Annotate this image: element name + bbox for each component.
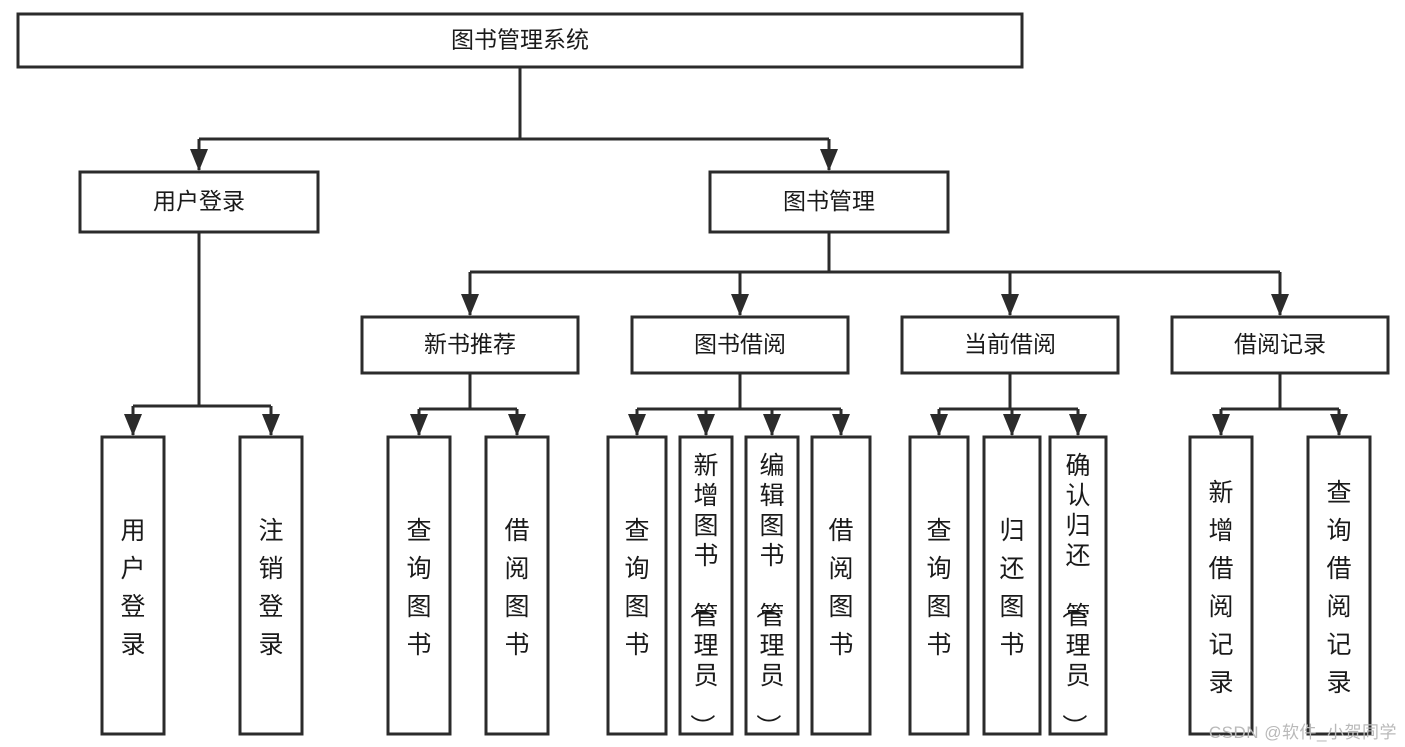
root-node-book-management-system-label: 图书管理系统	[451, 27, 589, 53]
leaf-node-11-label: 新增借阅记录	[1208, 479, 1233, 697]
level3-node-0-label: 新书推荐	[424, 331, 516, 357]
arrow-head-icon	[832, 414, 850, 436]
arrow-head-icon	[190, 149, 208, 171]
leaf-node-3-label: 借阅图书	[504, 517, 529, 659]
leaf-node-4-label: 查询图书	[624, 517, 649, 659]
leaf-node-6-label: 编辑图书（管理员）	[753, 452, 784, 739]
leaf-node-11[interactable]: 新增借阅记录	[1188, 435, 1254, 736]
arrow-head-icon	[1001, 294, 1019, 316]
leaf-node-6[interactable]: 编辑图书（管理员）	[744, 435, 800, 739]
leaf-node-3-box	[484, 435, 550, 736]
leaf-node-7-label: 借阅图书	[828, 517, 853, 659]
root-node-book-management-system[interactable]: 图书管理系统	[16, 12, 1024, 69]
leaf-node-10-label: 确认归还（管理员）	[1059, 452, 1090, 739]
leaf-node-0-box	[100, 435, 166, 736]
leaf-node-12-box	[1306, 435, 1372, 736]
leaf-node-9-box	[982, 435, 1042, 736]
leaf-node-7-box	[810, 435, 872, 736]
arrow-head-icon	[697, 414, 715, 436]
leaf-node-1-box	[238, 435, 304, 736]
leaf-node-5[interactable]: 新增图书（管理员）	[678, 435, 734, 739]
leaf-node-3[interactable]: 借阅图书	[484, 435, 550, 736]
level3-node-2[interactable]: 当前借阅	[900, 315, 1120, 375]
leaf-node-4[interactable]: 查询图书	[606, 435, 668, 736]
connector-layer	[124, 67, 1348, 436]
level3-node-0[interactable]: 新书推荐	[360, 315, 580, 375]
leaf-node-2-box	[386, 435, 452, 736]
level3-node-2-label: 当前借阅	[964, 331, 1056, 357]
leaf-node-7[interactable]: 借阅图书	[810, 435, 872, 736]
leaf-node-9-label: 归还图书	[999, 517, 1024, 659]
level3-node-1-box	[630, 315, 850, 375]
level2-node-0[interactable]: 用户登录	[78, 170, 320, 234]
leaf-node-6-box	[744, 435, 800, 736]
arrow-head-icon	[1069, 414, 1087, 436]
arrow-head-icon	[262, 414, 280, 436]
root-node-book-management-system-box	[16, 12, 1024, 69]
arrow-head-icon	[1271, 294, 1289, 316]
leaf-node-2-label: 查询图书	[406, 517, 431, 659]
level3-node-0-box	[360, 315, 580, 375]
arrow-head-icon	[461, 294, 479, 316]
leaf-node-8-box	[908, 435, 970, 736]
level3-node-3-box	[1170, 315, 1390, 375]
leaf-node-2[interactable]: 查询图书	[386, 435, 452, 736]
leaf-node-11-box	[1188, 435, 1254, 736]
level2-node-1[interactable]: 图书管理	[708, 170, 950, 234]
leaf-node-8[interactable]: 查询图书	[908, 435, 970, 736]
level3-node-2-box	[900, 315, 1120, 375]
leaf-node-12-label: 查询借阅记录	[1326, 479, 1351, 697]
arrow-head-icon	[731, 294, 749, 316]
leaf-node-10[interactable]: 确认归还（管理员）	[1048, 435, 1108, 739]
arrow-head-icon	[820, 149, 838, 171]
leaf-node-12[interactable]: 查询借阅记录	[1306, 435, 1372, 736]
level3-node-3[interactable]: 借阅记录	[1170, 315, 1390, 375]
level3-node-3-label: 借阅记录	[1234, 331, 1326, 357]
leaf-node-8-label: 查询图书	[926, 517, 951, 659]
arrow-head-icon	[763, 414, 781, 436]
arrow-head-icon	[1330, 414, 1348, 436]
leaf-node-5-box	[678, 435, 734, 736]
level2-node-1-box	[708, 170, 950, 234]
arrow-head-icon	[628, 414, 646, 436]
arrow-head-icon	[930, 414, 948, 436]
level2-node-0-box	[78, 170, 320, 234]
arrow-head-icon	[508, 414, 526, 436]
node-layer: 图书管理系统用户登录图书管理新书推荐图书借阅当前借阅借阅记录用户登录注销登录查询…	[16, 12, 1390, 739]
leaf-node-0[interactable]: 用户登录	[100, 435, 166, 736]
leaf-node-5-label: 新增图书（管理员）	[687, 452, 718, 739]
leaf-node-9[interactable]: 归还图书	[982, 435, 1042, 736]
arrow-head-icon	[410, 414, 428, 436]
leaf-node-1[interactable]: 注销登录	[238, 435, 304, 736]
arrow-head-icon	[124, 414, 142, 436]
leaf-node-1-label: 注销登录	[258, 517, 283, 659]
level2-node-0-label: 用户登录	[153, 188, 245, 214]
level3-node-1-label: 图书借阅	[694, 331, 786, 357]
level2-node-1-label: 图书管理	[783, 188, 875, 214]
arrow-head-icon	[1003, 414, 1021, 436]
level3-node-1[interactable]: 图书借阅	[630, 315, 850, 375]
leaf-node-4-box	[606, 435, 668, 736]
arrow-head-icon	[1212, 414, 1230, 436]
leaf-node-0-label: 用户登录	[120, 517, 145, 659]
leaf-node-10-box	[1048, 435, 1108, 736]
